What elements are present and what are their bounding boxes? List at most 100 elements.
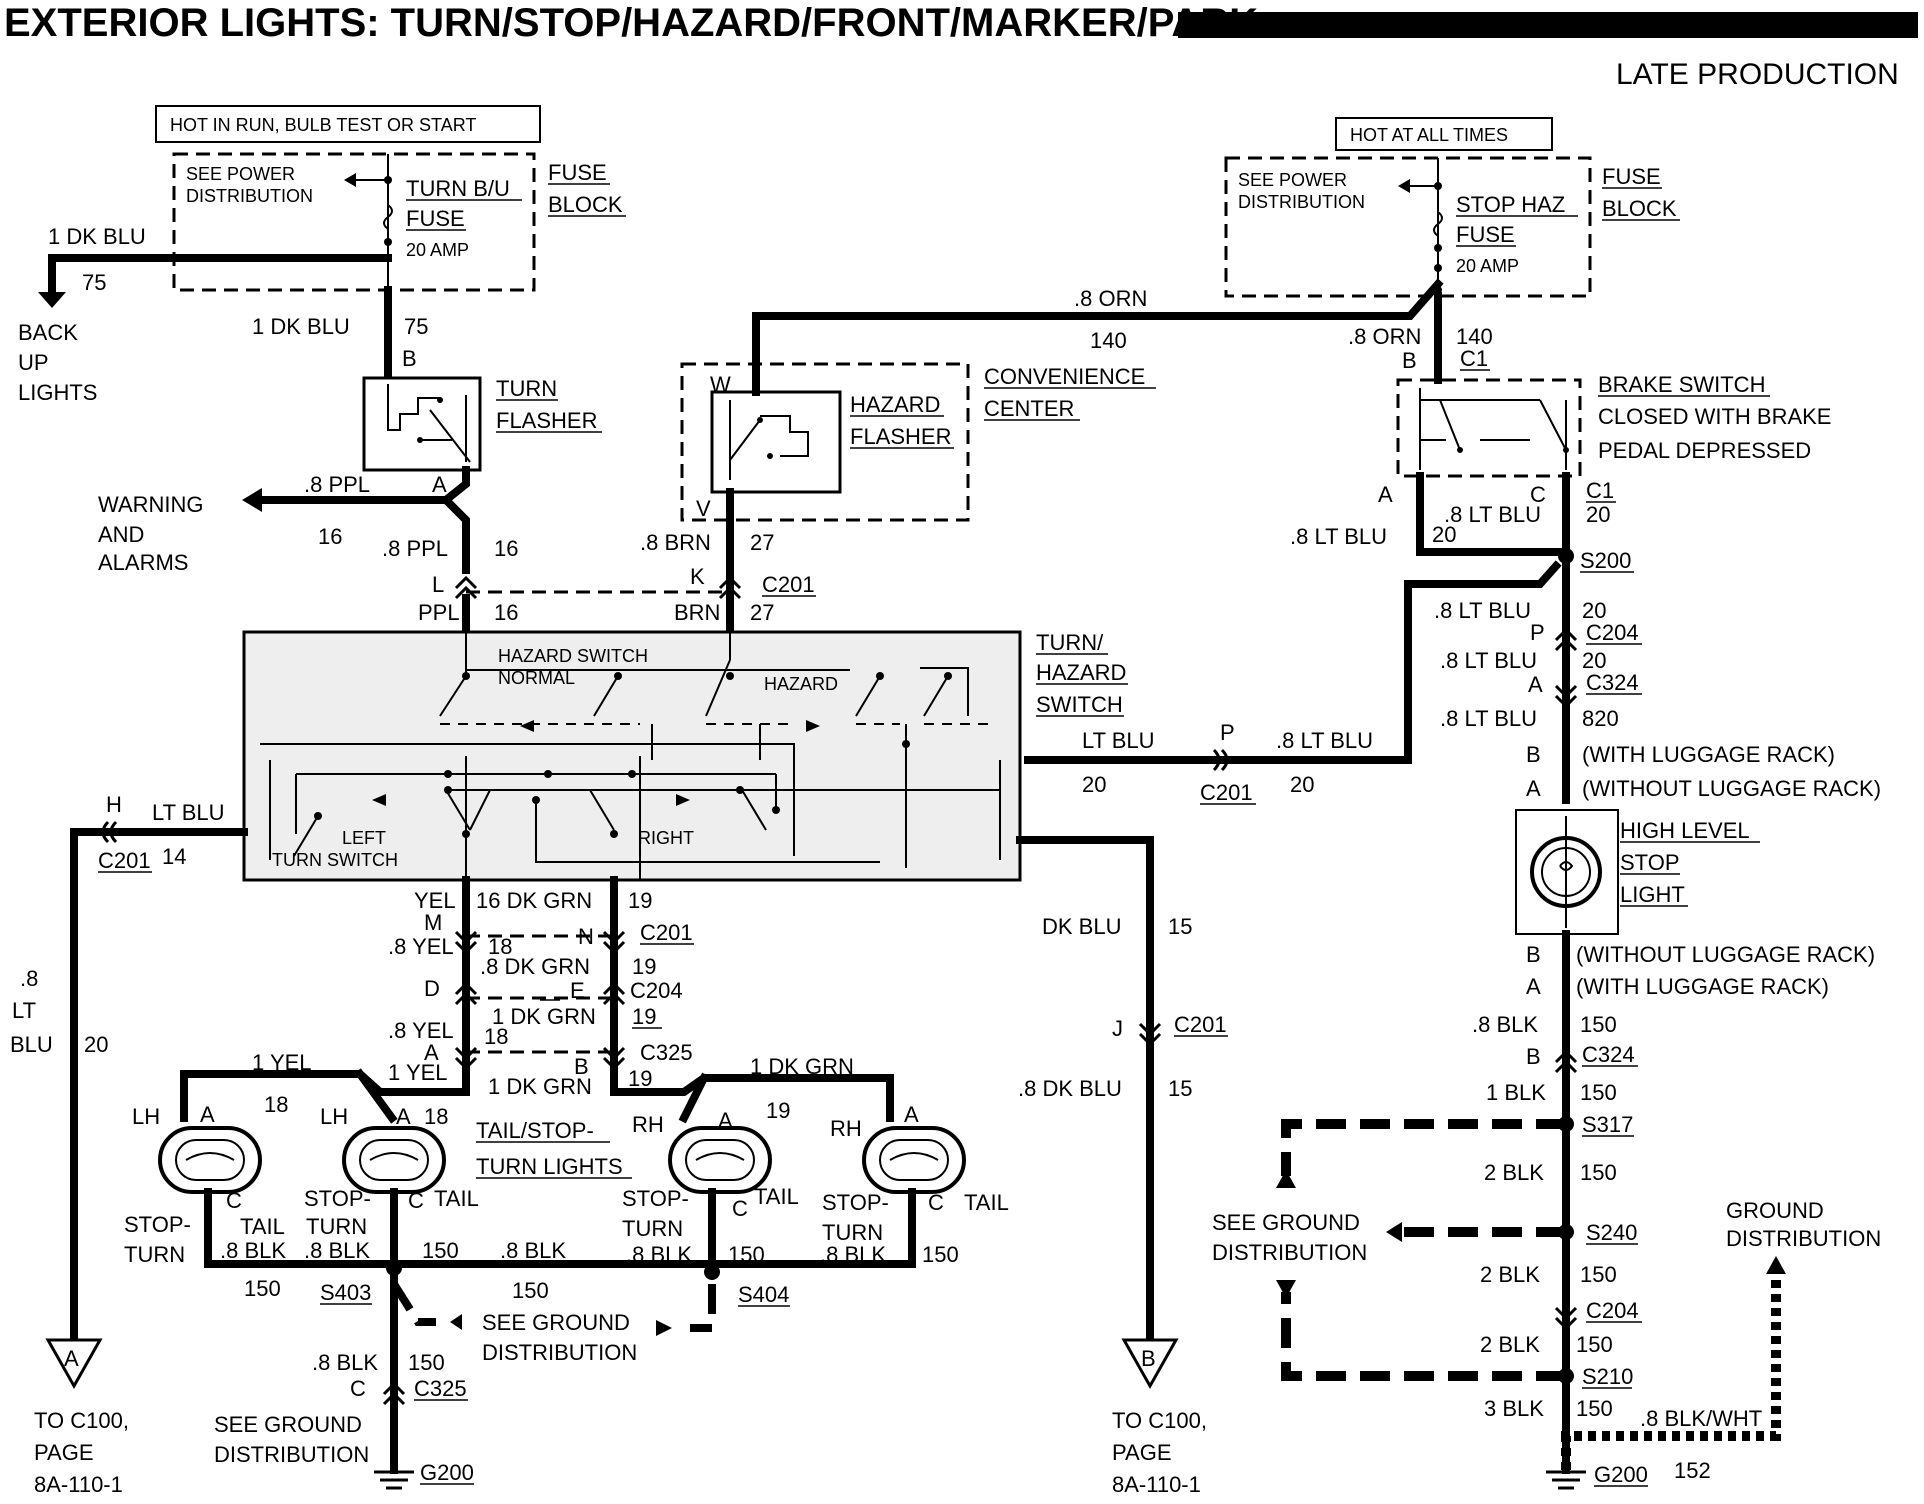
convenience-center-label-1: CONVENIENCE [984, 364, 1145, 389]
fuse-block-left [172, 152, 536, 292]
wire-num-150-j: 150 [244, 1276, 281, 1301]
brake-switch-label-2: CLOSED WITH BRAKE [1598, 404, 1831, 429]
wire-num-150-h: 150 [728, 1242, 765, 1267]
splice-s200-label: S200 [1580, 548, 1631, 573]
wire-label-blk-j: .8 BLK [626, 1242, 692, 1267]
wire-num-150-g: 150 [422, 1238, 459, 1263]
left-label: LEFT [342, 828, 386, 848]
wire-label-dk-grn-e: 1 DK GRN [750, 1054, 854, 1079]
wire-num-150-k: 150 [512, 1278, 549, 1303]
wire-label-lt-blu-c: LT BLU [1082, 728, 1155, 753]
hazard-flasher-box [710, 390, 842, 494]
ground-symbol-left-icon [374, 1470, 414, 1490]
luggage-without-b: (WITHOUT LUGGAGE RACK) [1576, 942, 1875, 967]
brake-switch-label-1: BRAKE SWITCH [1598, 372, 1765, 397]
pin-b-flasher: B [402, 346, 417, 371]
right-label: RIGHT [638, 828, 694, 848]
lamp-rh-label-b: RH [830, 1116, 862, 1141]
luggage-without-a: (WITHOUT LUGGAGE RACK) [1582, 776, 1881, 801]
tail-stop-turn-label-2: TURN LIGHTS [476, 1154, 623, 1179]
fuse-icon [1433, 211, 1443, 237]
lamp-rh-inner [668, 1126, 772, 1194]
turn-bu-amp: 20 AMP [406, 240, 469, 260]
fuse-icon [383, 204, 393, 230]
hazard-flasher-label-1: HAZARD [850, 392, 940, 417]
wire-num-27-a: 27 [750, 530, 774, 555]
turn-hazard-label-1: TURN/ [1036, 630, 1104, 655]
wire-lt-blu-14 [70, 828, 248, 1358]
connector-icon [454, 575, 478, 600]
wire-label-orn-b: .8 ORN [1348, 324, 1421, 349]
wire-num-75-a: 75 [82, 270, 106, 295]
see-power-label-right: SEE POWER [1238, 170, 1347, 190]
connector-b-triangle-icon [1121, 1338, 1179, 1390]
ground-g200-right: G200 [1594, 1462, 1648, 1487]
power-hot-run-box [155, 105, 541, 143]
connector-c204-c: C204 [630, 978, 683, 1003]
pin-a-lamp-3: A [718, 1108, 733, 1133]
wire-num-14: 14 [162, 844, 186, 869]
wire-backup-lights [48, 254, 392, 296]
wire-num-16-c: 16 [494, 600, 518, 625]
splice-s240-label: S240 [1586, 1220, 1637, 1245]
arrow-left-icon [242, 488, 262, 512]
wire-lt-blu-brake-a [1416, 472, 1570, 556]
pin-d: D [424, 976, 440, 1001]
warning-label-2: AND [98, 522, 144, 547]
connector-c204-b: C204 [1586, 1298, 1639, 1323]
connector-icon [1554, 1049, 1578, 1074]
pin-c-lamp-4: C [928, 1190, 944, 1215]
wire-num-820: 820 [1582, 706, 1619, 731]
wire-num-20-e: 20 [1582, 598, 1606, 623]
wire-label-blk-d: 2 BLK [1480, 1262, 1540, 1287]
arrow-right-icon [676, 794, 690, 806]
wire-ppl-16 [440, 466, 470, 574]
wire-blk-wht-152 [1561, 1274, 1781, 1470]
wire-num-75-b: 75 [404, 314, 428, 339]
pin-b-hl-top: B [1526, 742, 1541, 767]
wire-label-blk-g: .8 BLK [220, 1238, 286, 1263]
wire-label-blk-k: .8 BLK [820, 1242, 886, 1267]
ground-dist-label-1: GROUND [1726, 1198, 1824, 1223]
connector-icon [1212, 748, 1229, 772]
wire-num-20-left: 20 [84, 1032, 108, 1057]
lamp-lh-outer [158, 1126, 262, 1194]
wire-label-blk-wht: .8 BLK/WHT [1640, 1406, 1762, 1431]
production-label: LATE PRODUCTION [1616, 58, 1899, 91]
ground-link-s404 [690, 1284, 716, 1332]
connector-icon [101, 820, 118, 844]
wire-label-dk-grn-c: 1 DK GRN [492, 1004, 596, 1029]
hazard-flasher-label-2: FLASHER [850, 424, 951, 449]
wire-num-150-a: 150 [1580, 1012, 1617, 1037]
wire-label-dk-blu: DK BLU [1042, 914, 1121, 939]
luggage-with-a: (WITH LUGGAGE RACK) [1582, 742, 1835, 767]
wire-num-150-e: 150 [1576, 1332, 1613, 1357]
turn-bu-fuse-word: FUSE [406, 206, 465, 231]
wire-num-19-a: 19 [628, 888, 652, 913]
see-ground-label-left-2: DISTRIBUTION [214, 1442, 369, 1467]
pin-b-c324: B [1526, 1044, 1541, 1069]
wire-label-blk-e: 2 BLK [1480, 1332, 1540, 1357]
connector-c201-e: C201 [640, 920, 693, 945]
connector-c324-b: C324 [1582, 1042, 1635, 1067]
connector-icon [454, 981, 478, 1006]
wire-num-18-a: 18 [488, 934, 512, 959]
wire-num-19-c: 19 [632, 1004, 656, 1029]
see-ground-label-right-2: DISTRIBUTION [1212, 1240, 1367, 1265]
stop-haz-amp: 20 AMP [1456, 256, 1519, 276]
fuse-block-right [1224, 156, 1592, 298]
wire-num-150-d: 150 [1580, 1262, 1617, 1287]
wire-label-lt-blu-b: .8 LT BLU [1290, 524, 1387, 549]
splice-s210-label: S210 [1582, 1364, 1633, 1389]
wire-label-yel-e: 1 YEL [252, 1050, 312, 1075]
pin-c-c325: C [350, 1376, 366, 1401]
pin-c-lamp-2: C [408, 1188, 424, 1213]
lamp-label-tail-c: TAIL [754, 1184, 799, 1209]
lamp-rh-outer [862, 1126, 966, 1194]
pin-p-c201: P [1220, 720, 1235, 745]
connector-b-label: B [1141, 1346, 1156, 1371]
lamp-label-tail-b: TAIL [434, 1186, 479, 1211]
wire-label-yel-c: .8 YEL [388, 1018, 454, 1043]
ground-link-s403 [390, 1281, 436, 1326]
pin-a-lamp-1: A [200, 1102, 215, 1127]
